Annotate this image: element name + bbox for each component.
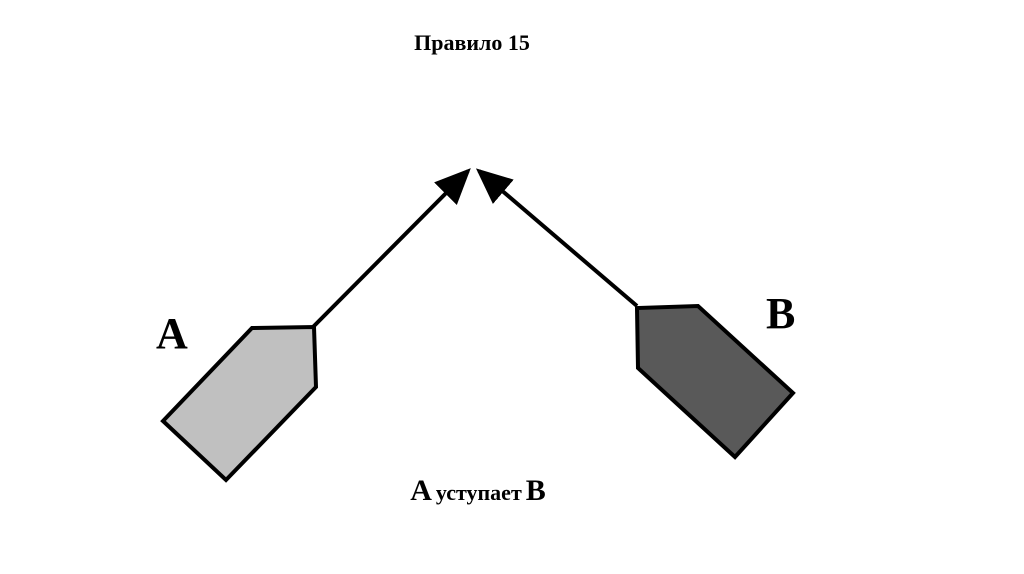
boat-a-course-arrow xyxy=(313,171,468,327)
caption-object: B xyxy=(526,474,546,507)
caption-subject: A xyxy=(410,474,432,507)
boat-b-course-arrow xyxy=(479,171,637,306)
boat-a-label: A xyxy=(156,312,188,356)
rule-caption: A уступает B xyxy=(410,474,546,508)
caption-verb: уступает xyxy=(436,480,522,505)
boat-b-label: B xyxy=(766,292,795,336)
